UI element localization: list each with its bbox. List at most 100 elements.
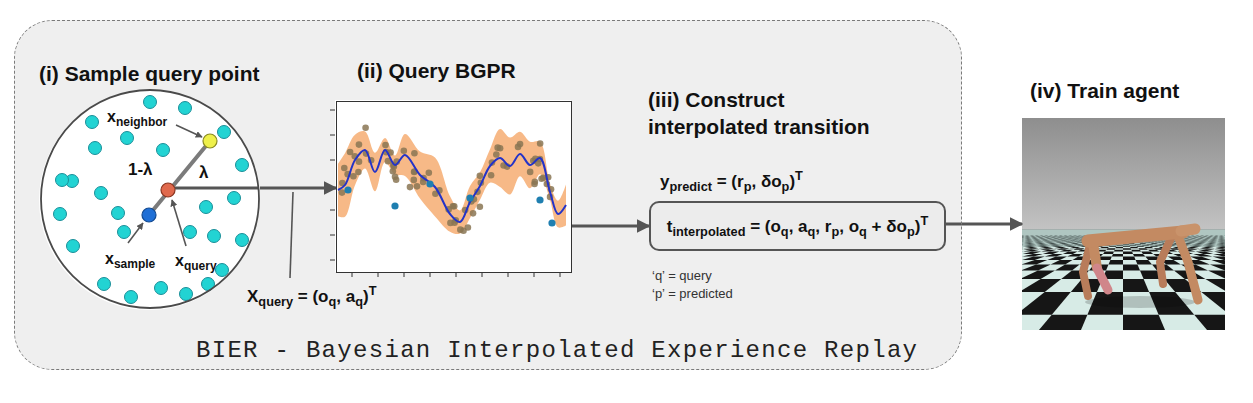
text-run: ) (915, 217, 921, 236)
floor-tile (1041, 250, 1056, 252)
floor-tile (1055, 265, 1080, 271)
training-point (407, 184, 414, 191)
floor-tile (1059, 250, 1073, 252)
buffer-sample-dot (112, 207, 125, 220)
text-run: q (859, 223, 867, 238)
training-point (410, 177, 417, 184)
floor-tile (1040, 248, 1054, 250)
floor-tile (1022, 248, 1023, 250)
flow-arrow (946, 223, 1022, 226)
text-run: x (107, 108, 116, 125)
text-run: sample (114, 257, 155, 271)
training-point (426, 169, 433, 176)
buffer-sample-dot (180, 288, 193, 301)
sample-dot (142, 208, 156, 222)
floor-tile (1106, 248, 1115, 250)
weight-label: λ (199, 162, 208, 183)
training-point (493, 151, 500, 158)
floor-tile (1193, 254, 1212, 257)
query-arrow-tail (175, 187, 259, 190)
flow-arrow (260, 187, 336, 190)
floor-tile (1022, 292, 1071, 315)
agent-limb (1083, 245, 1090, 296)
floor-tile (1023, 252, 1041, 254)
floor-tile (1023, 254, 1043, 257)
floor-tile (1133, 254, 1145, 257)
buffer-sample-dot (208, 230, 221, 243)
floor-tile (1213, 254, 1225, 257)
training-point (356, 141, 363, 148)
point-label: xquery (175, 251, 217, 274)
axis-tick (330, 135, 335, 136)
text-run: , r (815, 217, 831, 236)
floor-tile (1045, 254, 1063, 257)
training-point (527, 169, 534, 176)
agent-limb (1178, 236, 1198, 300)
buffer-sample-dot (95, 187, 108, 200)
step-heading: (i) Sample query point (39, 61, 260, 87)
floor-tile (1190, 257, 1211, 260)
posterior-mean (338, 150, 566, 222)
flow-arrow (572, 225, 649, 228)
floor-tile (1047, 257, 1067, 260)
floor-tile (1022, 260, 1047, 265)
circle-border (41, 90, 259, 308)
panel-ground (14, 20, 962, 370)
floor-tile (1114, 250, 1123, 252)
plot-ground (335, 100, 571, 272)
text-run: 1-λ (128, 160, 153, 179)
floor-tile (1123, 252, 1133, 254)
floor-tile (1022, 315, 1087, 330)
pointer-line (172, 200, 186, 246)
floor-tile (1208, 271, 1225, 280)
floor-tile (1022, 265, 1051, 271)
floor-tile (1123, 248, 1131, 250)
floor-tile (1123, 315, 1179, 330)
buffer-sample-dot (56, 174, 69, 187)
floor-tile (1115, 247, 1123, 248)
text-run: p (907, 223, 915, 238)
floor-tile (1123, 265, 1140, 271)
floor-tile (1200, 248, 1215, 250)
step-heading: (ii) Query BGPR (357, 58, 516, 84)
buffer-sample-dot (179, 102, 192, 115)
buffer-sample-dot (157, 144, 170, 157)
text-run: ) (363, 287, 369, 306)
pointer-line (128, 223, 143, 243)
training-point (477, 203, 484, 210)
training-point (531, 181, 538, 188)
buffer-sample-dot (236, 234, 249, 247)
buffer-sample-dot (125, 291, 138, 304)
sample-circle: (i) Sample query pointxneighborλ1-λxsamp… (40, 89, 260, 309)
training-point (497, 145, 504, 152)
text-run: = (r (712, 172, 744, 191)
floor-tile (1215, 247, 1225, 248)
text-run: interpolated (672, 223, 745, 238)
floor-tile (1022, 252, 1023, 254)
text-run: (i) Sample query point (39, 62, 260, 85)
floor-tile (1196, 252, 1214, 254)
floor-tile (1051, 260, 1073, 265)
training-point (347, 149, 354, 156)
buffer-sample-dot (155, 282, 168, 295)
axis-tick (330, 235, 335, 236)
agent-limb (1097, 268, 1108, 290)
floor-tile (1138, 248, 1148, 250)
training-point (488, 172, 495, 179)
axis-tick (330, 210, 335, 211)
text-run: ‘p’ = predicted (652, 286, 733, 301)
query-point (548, 219, 555, 226)
training-point (515, 144, 522, 151)
buffer-sample-dot (86, 116, 99, 129)
text-run: , a (336, 287, 355, 306)
pointer-line (176, 125, 202, 137)
text-run: x (105, 250, 114, 267)
floor-tile (1201, 247, 1215, 248)
text-run: ‘q’ = query (652, 268, 712, 283)
axis-tick (330, 160, 335, 161)
text-run: T (369, 283, 377, 298)
floor-tile (1022, 257, 1045, 260)
floor-tile (1103, 252, 1114, 254)
floor-tile (1023, 248, 1038, 250)
